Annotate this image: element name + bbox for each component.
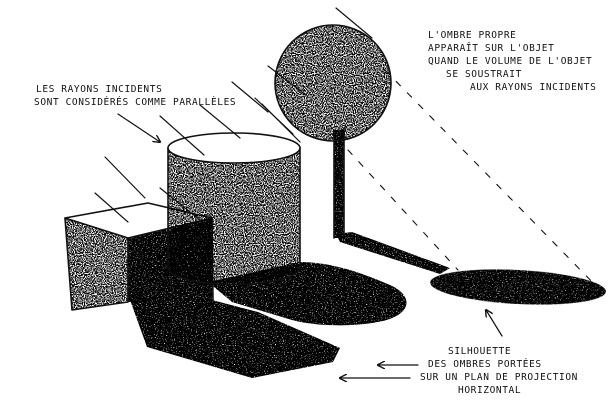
cube-front-face: [65, 218, 128, 310]
annotation-line: L'OMBRE PROPRE: [428, 30, 516, 41]
annotation-line: APPARAÎT SUR L'OBJET: [428, 42, 554, 54]
cylinder: [167, 132, 301, 286]
annotation-line: SONT CONSIDÉRÉS COMME PARALLÈLES: [34, 96, 236, 108]
annotation-line: DES OMBRES PORTÉES: [428, 358, 542, 370]
annotation-line: QUAND LE VOLUME DE L'OBJET: [428, 56, 592, 67]
annotation-line: SE SOUSTRAIT: [446, 69, 522, 80]
trunk: [334, 130, 344, 238]
annotation-self-shadow: L'OMBRE PROPRE APPARAÎT SUR L'OBJET QUAN…: [428, 30, 596, 93]
annotation-rays-parallel: LES RAYONS INCIDENTS SONT CONSIDÉRÉS COM…: [34, 84, 236, 108]
cylinder-top: [167, 132, 301, 164]
annotation-line: AUX RAYONS INCIDENTS: [470, 82, 596, 93]
sphere-cast-shadow: [430, 269, 606, 305]
annotation-line: LES RAYONS INCIDENTS: [36, 84, 162, 95]
annotation-line: HORIZONTAL: [458, 385, 521, 396]
annotation-cast-shadow: SILHOUETTE DES OMBRES PORTÉES SUR UN PLA…: [420, 346, 578, 396]
trunk-cast-shadow: [336, 232, 450, 274]
cube-cast-shadow: [130, 300, 340, 378]
incident-rays: [94, 7, 601, 291]
annotation-line: SUR UN PLAN DE PROJECTION: [420, 372, 578, 383]
annotation-arrows: [117, 113, 503, 378]
annotation-line: SILHOUETTE: [448, 346, 511, 357]
sphere-on-trunk: [274, 24, 392, 239]
sphere: [275, 25, 391, 141]
cylinder-body: [168, 148, 300, 283]
cast-shadows: [130, 232, 606, 378]
